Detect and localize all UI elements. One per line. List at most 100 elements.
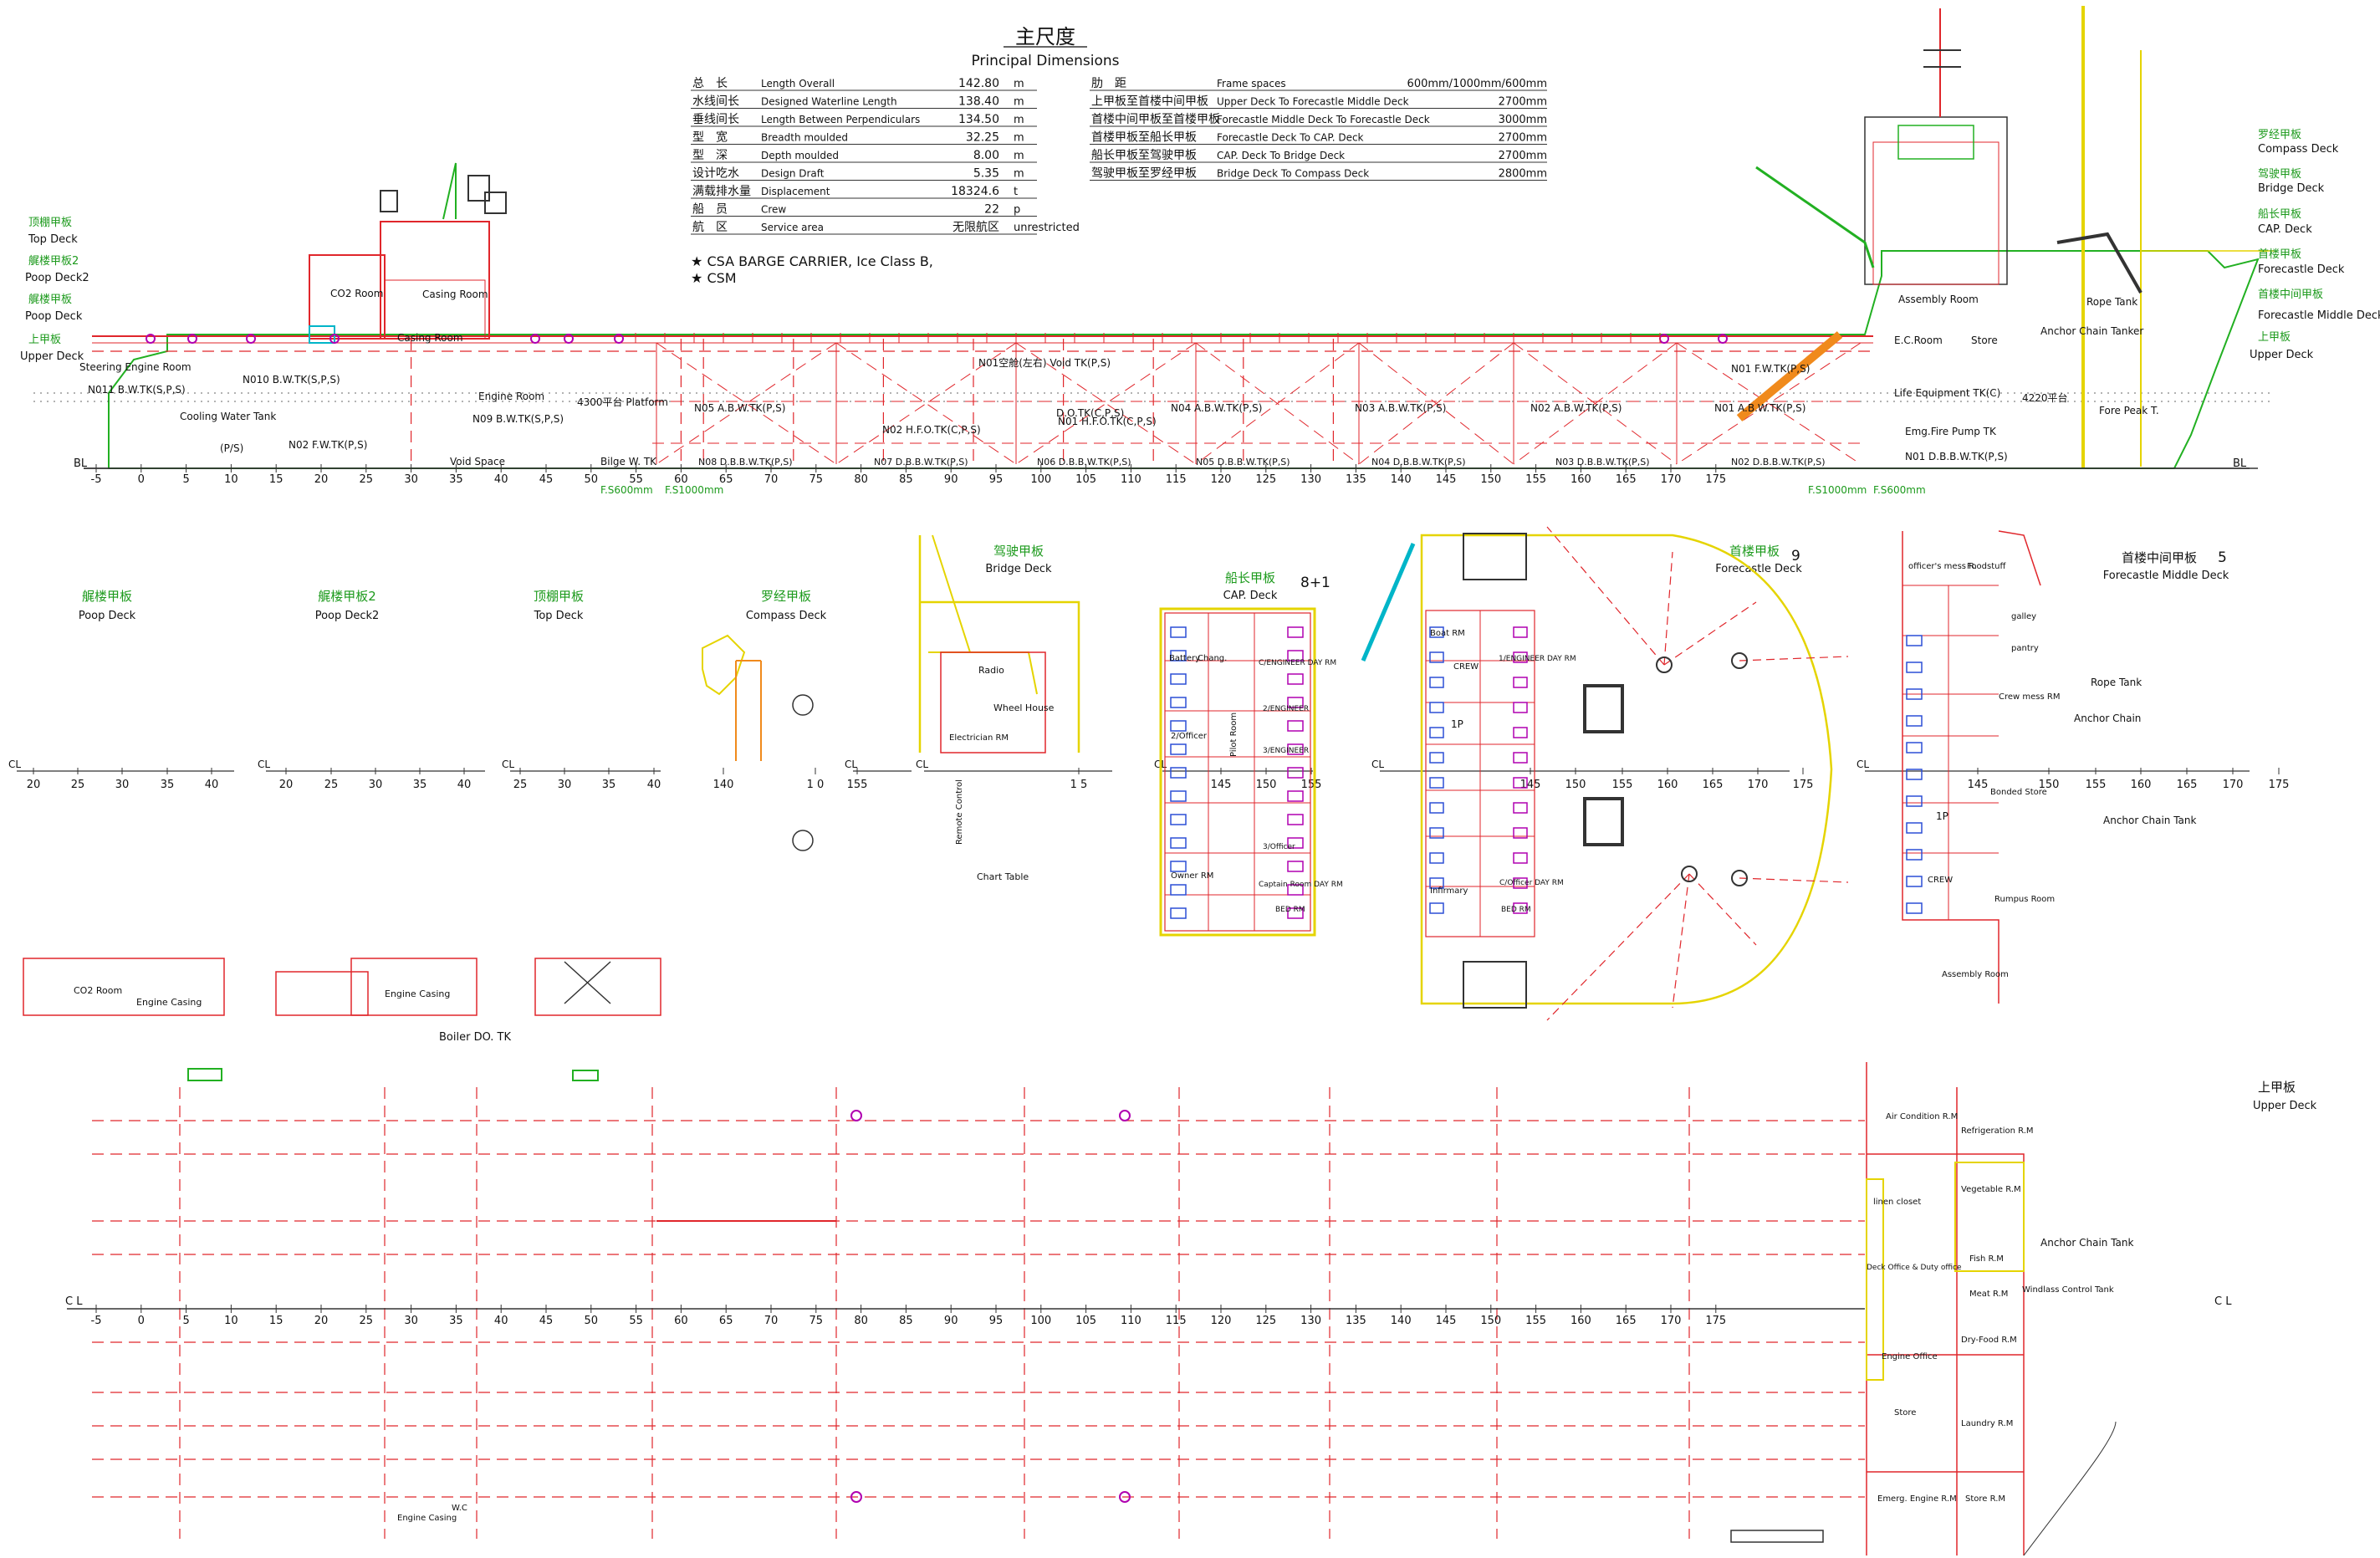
pd-row-value: 8.00 [973, 149, 999, 162]
profile-frame-label: 160 [1570, 473, 1591, 486]
profile-frame-label: 105 [1075, 473, 1096, 486]
upper-frame-label: 100 [1030, 1315, 1051, 1327]
upper-room-ac: Air Condition R.M [1886, 1112, 1958, 1121]
aft-label-poop-cn: 艉楼甲板 [28, 294, 72, 306]
profile-frame-label: 60 [674, 473, 688, 486]
pd-row-cn: 设计吃水 [692, 167, 739, 181]
fmid-room-anchor-chain-tank: Anchor Chain Tank [2103, 815, 2197, 826]
upper-plan-title-en: Upper Deck [2253, 1100, 2317, 1112]
bridge-room-radio: Radio [978, 665, 1004, 676]
aft-label-top-en: Top Deck [28, 233, 78, 246]
casing-engine-1: Engine Casing [136, 997, 202, 1008]
profile-frame-label: 75 [810, 473, 824, 486]
cap-room-2officer: 2/Officer [1171, 732, 1208, 741]
upper-frame-label: 50 [585, 1315, 599, 1327]
fcle-count: 9 [1791, 548, 1800, 564]
pd-row-cn: 船 员 [692, 203, 728, 217]
upper-frame-label: 55 [629, 1315, 643, 1327]
pd-row-en: Upper Deck To Forecastle Middle Deck [1217, 96, 1409, 108]
aft-label-top-cn: 顶棚甲板 [28, 217, 72, 229]
fmid-room-crew: CREW [1928, 876, 1953, 885]
row-frame-label: 1 5 [1070, 779, 1088, 791]
row-frame-label: 150 [1256, 779, 1277, 791]
fmid-room-assembly: Assembly Room [1942, 970, 2009, 979]
upper-cl-left: C L [65, 1295, 83, 1308]
pd-row-en: Forecastle Deck To CAP. Deck [1217, 132, 1364, 144]
upper-frame-label: 85 [899, 1315, 913, 1327]
fmid-title-cn: 首楼中间甲板 [2122, 550, 2197, 565]
aft-tanks: N011 B.W.TK(S,P,S) N010 B.W.TK(S,P,S) N0… [88, 374, 564, 454]
upper-frame-label: 60 [674, 1315, 688, 1327]
tank-lower: N02 D.B.B.W.TK(P,S) [1731, 457, 1826, 467]
upper-frame-label: 95 [989, 1315, 1004, 1327]
row-cl: CL [502, 759, 514, 770]
pd-row-cn: 型 宽 [692, 130, 728, 145]
tank-lower: N06 D.B.B.W.TK(P,S) [1037, 457, 1131, 467]
fcle-room-infirmary: Infirmary [1430, 886, 1468, 896]
aft-label-upper-cn: 上甲板 [28, 334, 61, 346]
pd-row-cn: 首楼甲板至船长甲板 [1091, 131, 1197, 145]
fmid-room-crew-mess: Crew mess RM [1999, 692, 2060, 702]
profile-frame-label: 20 [314, 473, 329, 486]
room-casing: Casing Room [422, 289, 488, 300]
cap-title-cn: 船长甲板 [1225, 570, 1275, 585]
upper-room-laundry: Laundry R.M [1961, 1419, 2013, 1428]
row-frame-label: 145 [1968, 779, 1989, 791]
poop2-title-en: Poop Deck2 [315, 610, 380, 622]
upper-frame-label: 0 [138, 1315, 145, 1327]
pd-row-value: 18324.6 [951, 185, 999, 198]
profile-frame-label: 145 [1436, 473, 1457, 486]
row-frame-label: 165 [2177, 779, 2198, 791]
row-frame-label: 155 [1612, 779, 1633, 791]
poop2-title-cn: 艉楼甲板2 [318, 589, 376, 604]
profile-frame-label: 15 [269, 473, 283, 486]
cap-title-en: CAP. Deck [1223, 590, 1278, 602]
room-co2: CO2 Room [330, 288, 383, 299]
pd-row-value: 2800mm [1499, 168, 1547, 181]
row-cl: CL [8, 759, 21, 770]
upper-frame-label: 25 [360, 1315, 374, 1327]
profile-frame-label: 30 [404, 473, 418, 486]
profile-frame-label: 175 [1705, 473, 1726, 486]
pd-row-unit: m [1014, 150, 1024, 162]
profile-frame-label: 25 [360, 473, 374, 486]
upper-frame-label: 5 [182, 1315, 189, 1327]
upper-room-refrig: Refrigeration R.M [1961, 1126, 2034, 1136]
room-steering: Steering Engine Room [79, 361, 192, 373]
tank-upper: N04 A.B.W.TK(P,S) [1171, 402, 1262, 414]
aft-label-poop2-en: Poop Deck2 [25, 272, 89, 284]
pd-row-cn: 总 长 [692, 77, 728, 90]
fmid-room-1p: 1P [1936, 810, 1948, 822]
pd-row-cn: 肋 距 [1091, 77, 1126, 90]
upper-frame-label: 105 [1075, 1315, 1096, 1327]
room-engine: Engine Room [478, 391, 544, 402]
profile-frame-label: 170 [1661, 473, 1682, 486]
pd-row-cn: 航 区 [692, 221, 728, 234]
aft-tank-2: N010 B.W.TK(S,P,S) [243, 374, 340, 386]
pd-title-en: Principal Dimensions [971, 53, 1119, 69]
fs-mark-4: F.S600mm [1873, 484, 1926, 496]
bridge-title-cn: 驾驶甲板 [993, 544, 1044, 559]
upper-plan-rooms: Air Condition R.M Refrigeration R.M line… [397, 1112, 2134, 1523]
cap-count: 8+1 [1300, 575, 1330, 591]
profile-frame-label: 90 [944, 473, 958, 486]
upper-frame-label: 160 [1570, 1315, 1591, 1327]
upper-frame-label: 10 [224, 1315, 238, 1327]
tanks-lower: N08 D.B.B.W.TK(P,S)N07 D.B.B.W.TK(P,S)N0… [698, 457, 1826, 467]
row-frame-label: 40 [647, 779, 661, 791]
upper-frame-label: 40 [494, 1315, 508, 1327]
profile-frame-label: 135 [1346, 473, 1366, 486]
upper-frame-label: 110 [1121, 1315, 1141, 1327]
row-frame-label: 140 [713, 779, 734, 791]
tank-upper: N01 A.B.W.TK(P,S) [1714, 402, 1805, 414]
profile-frame-label: 0 [138, 473, 145, 486]
row-frame-label: 30 [369, 779, 383, 791]
